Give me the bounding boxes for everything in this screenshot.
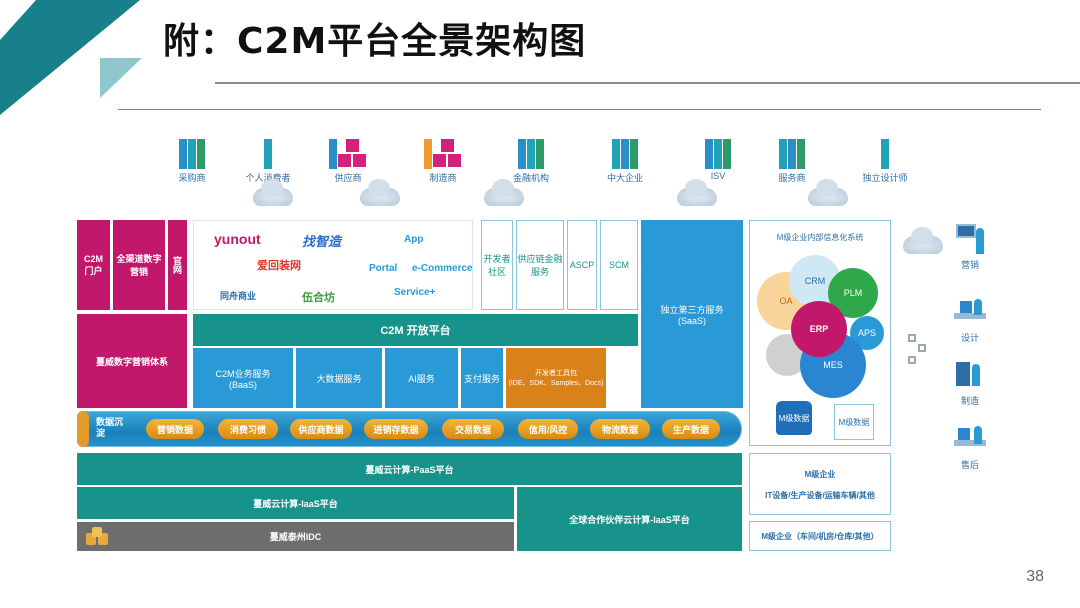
header-corner-accent — [100, 58, 142, 98]
marketing-screen-icon — [950, 222, 990, 256]
after-sales-icon — [950, 422, 990, 456]
page-title: 附：C2M平台全景架构图 — [163, 21, 587, 62]
supply-finance-box: 供应链金融服务 — [516, 220, 564, 310]
logo-tongzhou: 同舟商业 — [220, 291, 257, 301]
m-data-box: M级数据 — [834, 404, 874, 440]
participant-large-enterprise: 中大企业 — [585, 133, 665, 184]
m-enterprise-detail: IT设备/生产设备/运输车辆/其他 — [765, 491, 875, 500]
participant-buyer: 采购商 — [152, 133, 232, 184]
link-ecommerce[interactable]: e-Commerce — [412, 263, 473, 274]
link-portal[interactable]: Portal — [369, 263, 398, 274]
third-party-saas-box: 独立第三方服务 (SaaS) — [641, 220, 743, 408]
c2m-open-platform-bar: C2M 开放平台 — [193, 314, 638, 346]
scm-box: SCM — [600, 220, 638, 310]
link-app[interactable]: App — [404, 234, 424, 245]
partner-logos-panel — [193, 220, 473, 310]
data-pill: 物流数据 — [590, 419, 650, 439]
cloud-icon — [677, 179, 717, 206]
developer-toolkit-box: 开发者工具包 (IDE、SDK、Samples、Docs) — [506, 348, 606, 408]
role-manufacturing: 制造 — [940, 358, 1000, 407]
participant-finance: 金融机构 — [491, 133, 571, 184]
bigdata-service-box: 大数据服务 — [296, 348, 382, 408]
m-data-cylinder: M级数据 — [776, 401, 812, 435]
cloud-icon — [253, 179, 293, 206]
digital-marketing-system-box: 蔓威数字营销体系 — [77, 314, 187, 408]
cloud-icon — [808, 179, 848, 206]
enterprise-systems-title: M级企业内部信息化系统 — [776, 233, 864, 242]
data-pill: 生产数据 — [662, 419, 720, 439]
group-people-icon — [491, 133, 571, 169]
link-service-plus[interactable]: Service+ — [394, 287, 436, 298]
omni-channel-box: 全渠道数字营销 — [113, 220, 165, 310]
role-marketing: 营销 — [940, 222, 1000, 271]
manufacturer-boxes-icon — [403, 133, 483, 169]
global-iaas-platform-box: 全球合作伙伴云计算-IaaS平台 — [517, 487, 742, 551]
data-pill: 交易数据 — [442, 419, 504, 439]
cloud-icon — [903, 227, 943, 254]
data-layer-label: 数据沉淀 — [96, 417, 124, 438]
data-center-icon — [84, 527, 112, 547]
header-corner-cut — [0, 0, 36, 40]
data-pill: 供应商数据 — [290, 419, 352, 439]
data-pipeline-cap — [77, 411, 89, 447]
data-pill: 营销数据 — [146, 419, 204, 439]
page-number: 38 — [1026, 568, 1044, 585]
supplier-boxes-icon — [308, 133, 388, 169]
logo-wuhefang: 伍合坊 — [302, 292, 335, 304]
role-design: 设计 — [940, 295, 1000, 344]
data-pill: 信用/风控 — [518, 419, 578, 439]
participant-isv: ISV — [678, 133, 758, 181]
m-enterprise-title: M级企业 — [804, 470, 836, 479]
role-after-sales: 售后 — [940, 422, 1000, 471]
group-people-icon — [678, 133, 758, 169]
person-icon — [845, 133, 925, 169]
ascp-box: ASCP — [567, 220, 597, 310]
baas-service-box: C2M业务服务 (BaaS) — [193, 348, 293, 408]
erp-circle: ERP — [791, 301, 847, 357]
logo-zhaozhizao: 找智造 — [302, 234, 342, 249]
content-divider — [118, 109, 1041, 110]
link-connector-icon — [906, 332, 928, 368]
group-people-icon — [152, 133, 232, 169]
participant-service-provider: 服务商 — [752, 133, 832, 184]
idc-bar: 蔓威泰州IDC — [77, 522, 514, 551]
iaas-platform-bar: 蔓威云计算-IaaS平台 — [77, 487, 514, 519]
ai-service-box: AI服务 — [385, 348, 458, 408]
participant-consumer: 个人消费者 — [228, 133, 308, 184]
manufacturing-icon — [950, 358, 990, 392]
participant-designer: 独立设计师 — [845, 133, 925, 184]
logo-aihuizhuang: 爱回装网 — [257, 260, 301, 272]
participant-manufacturer: 制造商 — [403, 133, 483, 184]
person-icon — [228, 133, 308, 169]
cloud-icon — [360, 179, 400, 206]
c2m-portal-box: C2M 门户 — [77, 220, 110, 310]
payment-service-box: 支付服务 — [461, 348, 503, 408]
group-people-icon — [585, 133, 665, 169]
official-site-box: 官网 — [168, 220, 187, 310]
logo-yunout: yunout — [214, 231, 261, 247]
m-enterprise-box — [749, 453, 891, 515]
title-divider — [215, 82, 1080, 84]
data-pill: 进销存数据 — [364, 419, 428, 439]
dev-community-box: 开发者社区 — [481, 220, 513, 310]
design-desk-icon — [950, 295, 990, 329]
group-people-icon — [752, 133, 832, 169]
m-enterprise-facility-box: M级企业（车间/机房/仓库/其他） — [749, 521, 891, 551]
paas-platform-bar: 蔓威云计算-PaaS平台 — [77, 453, 742, 485]
cloud-icon — [484, 179, 524, 206]
data-pill: 消费习惯 — [218, 419, 278, 439]
participant-supplier: 供应商 — [308, 133, 388, 184]
enterprise-systems-panel — [749, 220, 891, 446]
